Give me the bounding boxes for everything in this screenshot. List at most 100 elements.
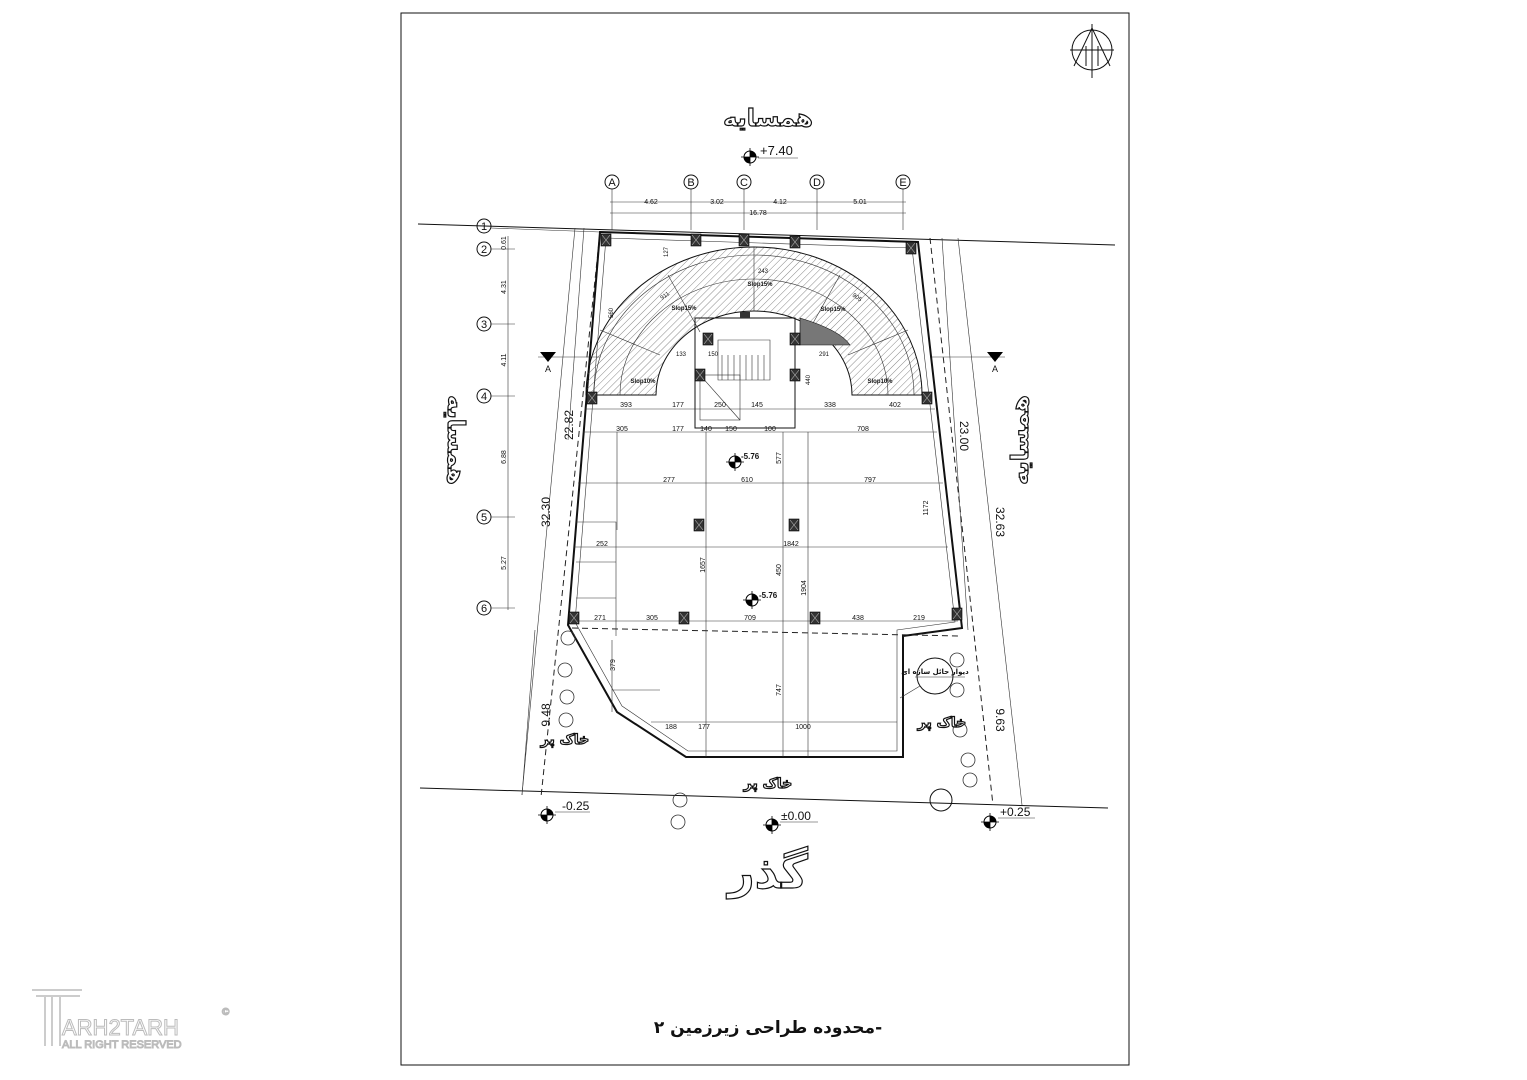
level-basement-2: -5.76 xyxy=(759,591,778,600)
svg-text:188: 188 xyxy=(665,724,677,731)
level-marker-icon xyxy=(740,147,760,167)
svg-text:1657: 1657 xyxy=(700,557,707,573)
svg-text:4.62: 4.62 xyxy=(644,199,658,206)
row-grid: 1 2 3 4 5 6 0.61 4.31 4.11 6.88 5.27 xyxy=(476,218,601,616)
svg-text:708: 708 xyxy=(857,426,869,433)
svg-text:438: 438 xyxy=(852,615,864,622)
svg-text:دیوار حائل سازه ای: دیوار حائل سازه ای xyxy=(901,668,969,676)
retaining-wall-note: دیوار حائل سازه ای xyxy=(899,657,969,699)
site-dim-right-lower: 9.63 xyxy=(993,708,1007,732)
svg-text:6.88: 6.88 xyxy=(501,450,508,464)
grid-bubble-A: A xyxy=(604,174,620,230)
svg-text:Slop10%: Slop10% xyxy=(867,379,893,385)
svg-text:127: 127 xyxy=(664,246,670,257)
svg-text:ALL RIGHT RESERVED: ALL RIGHT RESERVED xyxy=(62,1039,182,1051)
svg-text:577: 577 xyxy=(776,452,783,464)
svg-text:2: 2 xyxy=(481,244,487,256)
site-dim-left-upper: 22.82 xyxy=(562,410,576,440)
svg-text:1842: 1842 xyxy=(783,541,799,548)
svg-text:4.12: 4.12 xyxy=(773,199,787,206)
svg-text:Slop15%: Slop15% xyxy=(671,306,697,312)
level-marker-icon xyxy=(980,812,1000,832)
svg-text:911: 911 xyxy=(660,291,672,302)
svg-text:150: 150 xyxy=(708,352,719,358)
level-bottom-center: ±0.00 xyxy=(781,809,811,823)
svg-text:305: 305 xyxy=(646,615,658,622)
svg-text:Slop15%: Slop15% xyxy=(747,282,773,288)
svg-text:797: 797 xyxy=(864,477,876,484)
svg-text:177: 177 xyxy=(698,724,710,731)
svg-text:150: 150 xyxy=(725,426,737,433)
stair-core xyxy=(694,312,796,429)
svg-text:250: 250 xyxy=(714,402,726,409)
level-marker-icon xyxy=(762,815,782,835)
svg-text:1172: 1172 xyxy=(923,500,930,515)
svg-text:D: D xyxy=(813,177,821,189)
svg-text:A: A xyxy=(608,177,616,189)
level-bottom-right: +0.25 xyxy=(1000,805,1031,819)
svg-text:338: 338 xyxy=(824,402,836,409)
north-arrow-icon xyxy=(1070,24,1114,78)
svg-text:Slop10%: Slop10% xyxy=(630,379,656,385)
svg-text:709: 709 xyxy=(744,615,756,622)
svg-text:5.27: 5.27 xyxy=(501,556,508,570)
svg-text:4: 4 xyxy=(481,391,487,403)
dimension-lines xyxy=(570,408,958,757)
svg-text:133: 133 xyxy=(676,352,687,358)
svg-text:252: 252 xyxy=(596,541,608,548)
level-top: +7.40 xyxy=(760,143,793,158)
svg-text:100: 100 xyxy=(764,426,776,433)
svg-text:905: 905 xyxy=(851,293,863,304)
svg-text:440: 440 xyxy=(806,374,812,385)
site-dim-right-upper: 23.00 xyxy=(957,421,971,451)
svg-text:Slop15%: Slop15% xyxy=(820,307,846,313)
svg-text:A: A xyxy=(545,364,551,374)
svg-text:610: 610 xyxy=(741,477,753,484)
svg-text:3.02: 3.02 xyxy=(710,199,724,206)
svg-text:6: 6 xyxy=(481,603,487,615)
svg-text:271: 271 xyxy=(594,615,606,622)
svg-text:1904: 1904 xyxy=(801,580,808,596)
fill-label-center: خاک پر xyxy=(743,776,793,792)
svg-text:5: 5 xyxy=(481,512,487,524)
svg-text:3: 3 xyxy=(481,319,487,331)
svg-text:243: 243 xyxy=(758,269,769,275)
grid-bubble-E: E xyxy=(895,174,911,230)
svg-text:ARH2TARH: ARH2TARH xyxy=(62,1015,179,1040)
svg-text:277: 277 xyxy=(663,477,675,484)
grid-bubble-B: B xyxy=(683,174,699,230)
interior-dimension-labels: 393 177 250 145 338 402 305 177 140 150 … xyxy=(594,402,930,731)
svg-text:A: A xyxy=(992,364,998,374)
fill-label-left: خاک پر xyxy=(540,732,590,748)
svg-text:305: 305 xyxy=(616,426,628,433)
svg-text:5.01: 5.01 xyxy=(853,199,867,206)
neighbor-label-left: همسایه xyxy=(442,395,470,485)
neighbor-label-top: همسایه xyxy=(723,104,813,132)
svg-text:450: 450 xyxy=(776,564,783,576)
watermark-logo: ARH2TARH ALL RIGHT RESERVED © xyxy=(32,989,231,1052)
svg-text:291: 291 xyxy=(819,352,830,358)
svg-text:1: 1 xyxy=(481,221,487,233)
svg-text:1000: 1000 xyxy=(795,724,811,731)
svg-text:B: B xyxy=(687,177,694,189)
basement-outline xyxy=(566,230,964,758)
level-marker-icon xyxy=(537,805,557,825)
svg-text:177: 177 xyxy=(672,426,684,433)
svg-text:402: 402 xyxy=(889,402,901,409)
property-lines xyxy=(417,223,1116,809)
svg-text:140: 140 xyxy=(700,426,712,433)
svg-text:219: 219 xyxy=(913,615,925,622)
ramp: Slop15% Slop15% Slop15% Slop10% Slop10% … xyxy=(585,246,923,396)
svg-text:145: 145 xyxy=(751,402,763,409)
site-dim-left-total: 32.30 xyxy=(539,497,553,527)
svg-text:379: 379 xyxy=(610,659,617,671)
grid-bubble-D: D xyxy=(809,174,825,230)
grid-bubble-C: C xyxy=(736,174,752,230)
svg-text:E: E xyxy=(899,177,906,189)
svg-text:4.11: 4.11 xyxy=(501,353,508,366)
svg-text:747: 747 xyxy=(776,684,783,696)
svg-text:393: 393 xyxy=(620,402,632,409)
neighbor-label-right: همسایه xyxy=(1006,395,1034,485)
sheet-border xyxy=(400,12,1130,1066)
street-label: گذر xyxy=(726,845,808,899)
